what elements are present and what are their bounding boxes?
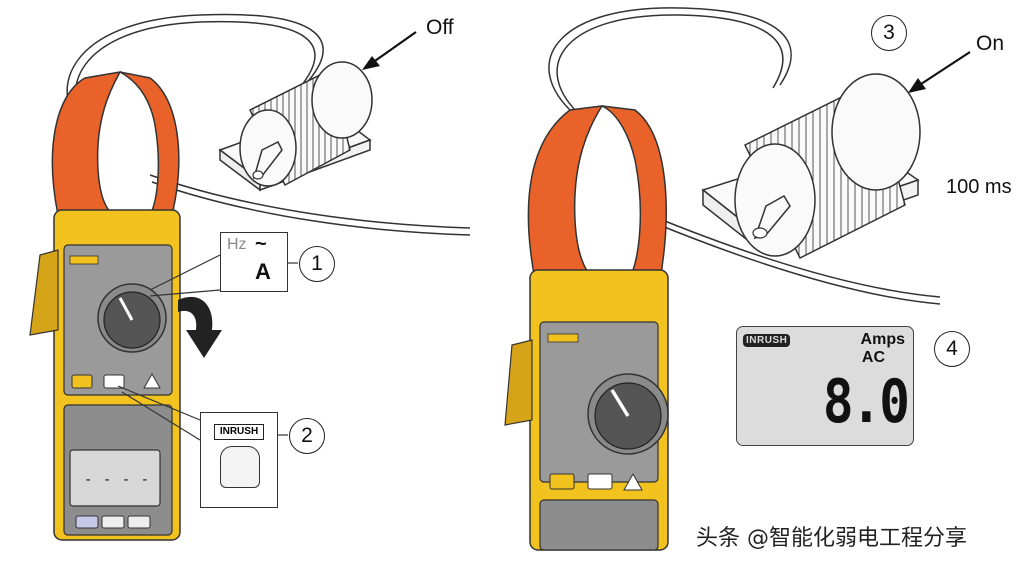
amps-symbol: A: [255, 259, 271, 284]
off-label: Off: [426, 16, 454, 39]
button-callout-lines: [117, 385, 288, 441]
step-2-marker: 2: [289, 418, 325, 454]
motor-off: [218, 61, 373, 192]
inrush-mode-tag: INRUSH: [743, 334, 791, 347]
step-1-marker: 1: [299, 246, 335, 282]
rotate-arrow: [178, 296, 222, 358]
unit-amps: Amps: [860, 331, 905, 348]
dial-callout-box: Hz ~ A: [220, 232, 288, 292]
step-3-marker: 3: [871, 15, 907, 51]
dial-callout: [149, 254, 298, 297]
tilde-icon: ~: [255, 233, 267, 255]
timing-label: 100 ms: [946, 176, 1012, 198]
inrush-label: INRUSH: [214, 424, 264, 440]
clamp-meter-right: [504, 105, 669, 551]
hz-label: Hz: [227, 236, 247, 253]
lcd-display: INRUSH Amps AC 8.0: [736, 326, 914, 446]
clamp-meter-left: [29, 70, 181, 541]
step-4-marker: 4: [934, 331, 970, 367]
unit-ac: AC: [861, 349, 885, 366]
off-arrow: [362, 31, 417, 70]
on-label: On: [976, 32, 1005, 55]
lcd-reading: 8.0: [822, 367, 910, 437]
motor-on: [701, 73, 921, 260]
inrush-button: [220, 446, 260, 488]
on-arrow: [908, 51, 971, 93]
watermark: 头条 @智能化弱电工程分享: [696, 526, 967, 551]
left-meter-display: - - - -: [84, 472, 151, 488]
right-wire: [548, 7, 941, 305]
